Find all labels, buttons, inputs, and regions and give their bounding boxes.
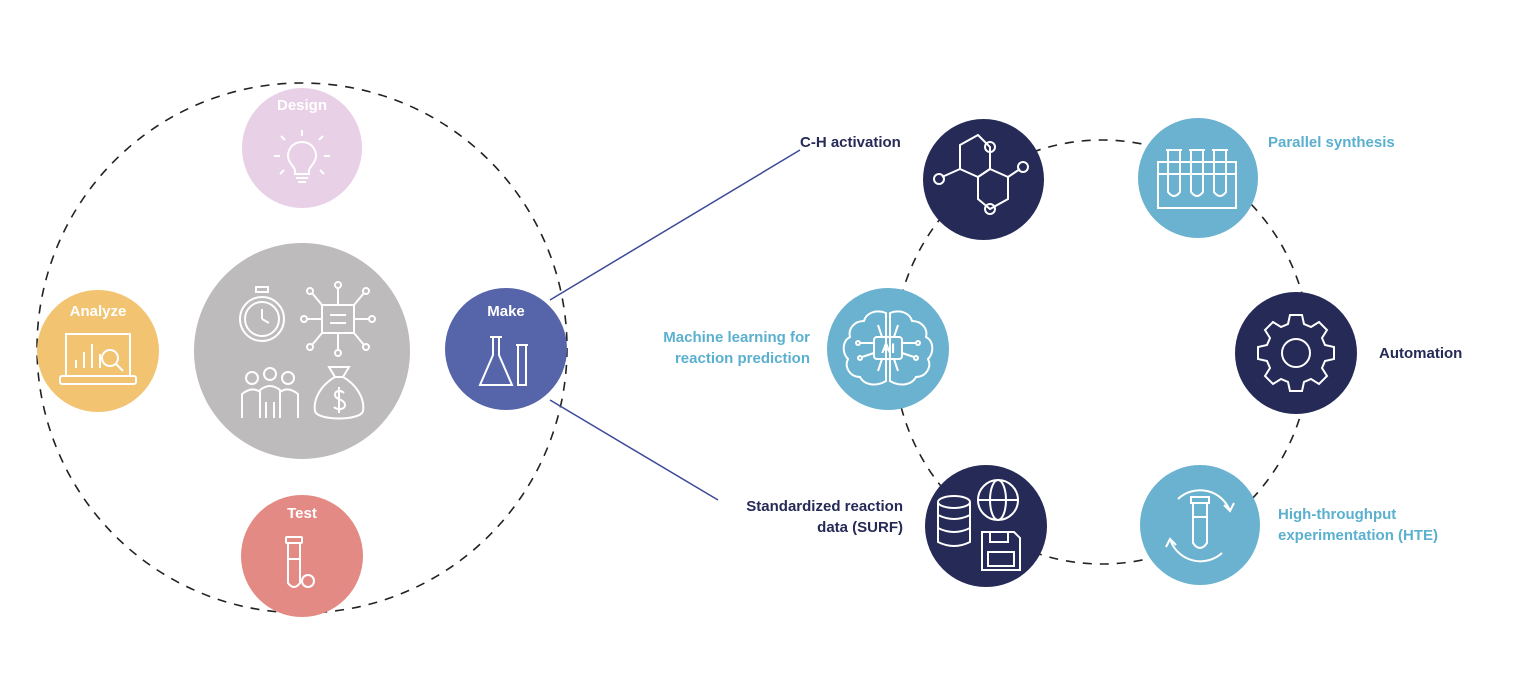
ml-label-line-2: reaction prediction <box>674 350 810 367</box>
database-globe-disk-icon <box>937 479 1021 571</box>
molecule-icon <box>933 133 1029 215</box>
test-node[interactable] <box>241 495 363 617</box>
make-to-ch-line <box>549 149 801 301</box>
ai-chip-text: AI <box>881 340 895 356</box>
hte-label: High-throughput experimentation (HTE) <box>1278 504 1438 546</box>
design-label: Design <box>276 97 327 114</box>
parallel-synthesis-label: Parallel synthesis <box>1268 134 1395 151</box>
center-hub <box>194 243 410 459</box>
network-icon <box>300 281 376 357</box>
stopwatch-icon <box>239 286 285 342</box>
ml-node[interactable] <box>827 288 949 410</box>
flask-icon <box>478 336 528 386</box>
team-icon <box>241 367 299 418</box>
surf-node[interactable] <box>925 465 1047 587</box>
tube-cycle-icon <box>1165 489 1235 563</box>
ml-label: Machine learning for reaction prediction <box>630 327 810 369</box>
make-label: Make <box>487 303 525 320</box>
hte-label-line-1: High-throughput <box>1278 506 1397 523</box>
ch-activation-label: C-H activation <box>800 134 901 151</box>
hte-node[interactable] <box>1140 465 1260 585</box>
surf-label-line-1: Standardized reaction <box>746 498 903 515</box>
automation-label: Automation <box>1379 345 1463 362</box>
chart-magnifier-icon <box>59 333 137 385</box>
test-tube-icon <box>285 536 315 588</box>
test-tube-rack-icon <box>1157 149 1237 209</box>
automation-node[interactable] <box>1235 292 1357 414</box>
ml-label-line-1: Machine learning for <box>663 329 810 346</box>
lightbulb-icon <box>274 130 330 183</box>
make-node[interactable] <box>445 288 567 410</box>
design-node[interactable] <box>242 88 362 208</box>
make-to-surf-line <box>549 399 719 501</box>
hte-label-line-2: experimentation (HTE) <box>1278 527 1439 544</box>
gear-icon <box>1257 314 1335 392</box>
analyze-node[interactable] <box>37 290 159 412</box>
surf-label-line-2: data (SURF) <box>817 519 903 536</box>
money-bag-icon <box>313 366 365 420</box>
test-label: Test <box>287 505 317 522</box>
surf-label: Standardized reaction data (SURF) <box>733 496 903 538</box>
ai-brain-icon: AI <box>842 310 934 386</box>
analyze-label: Analyze <box>69 303 127 320</box>
